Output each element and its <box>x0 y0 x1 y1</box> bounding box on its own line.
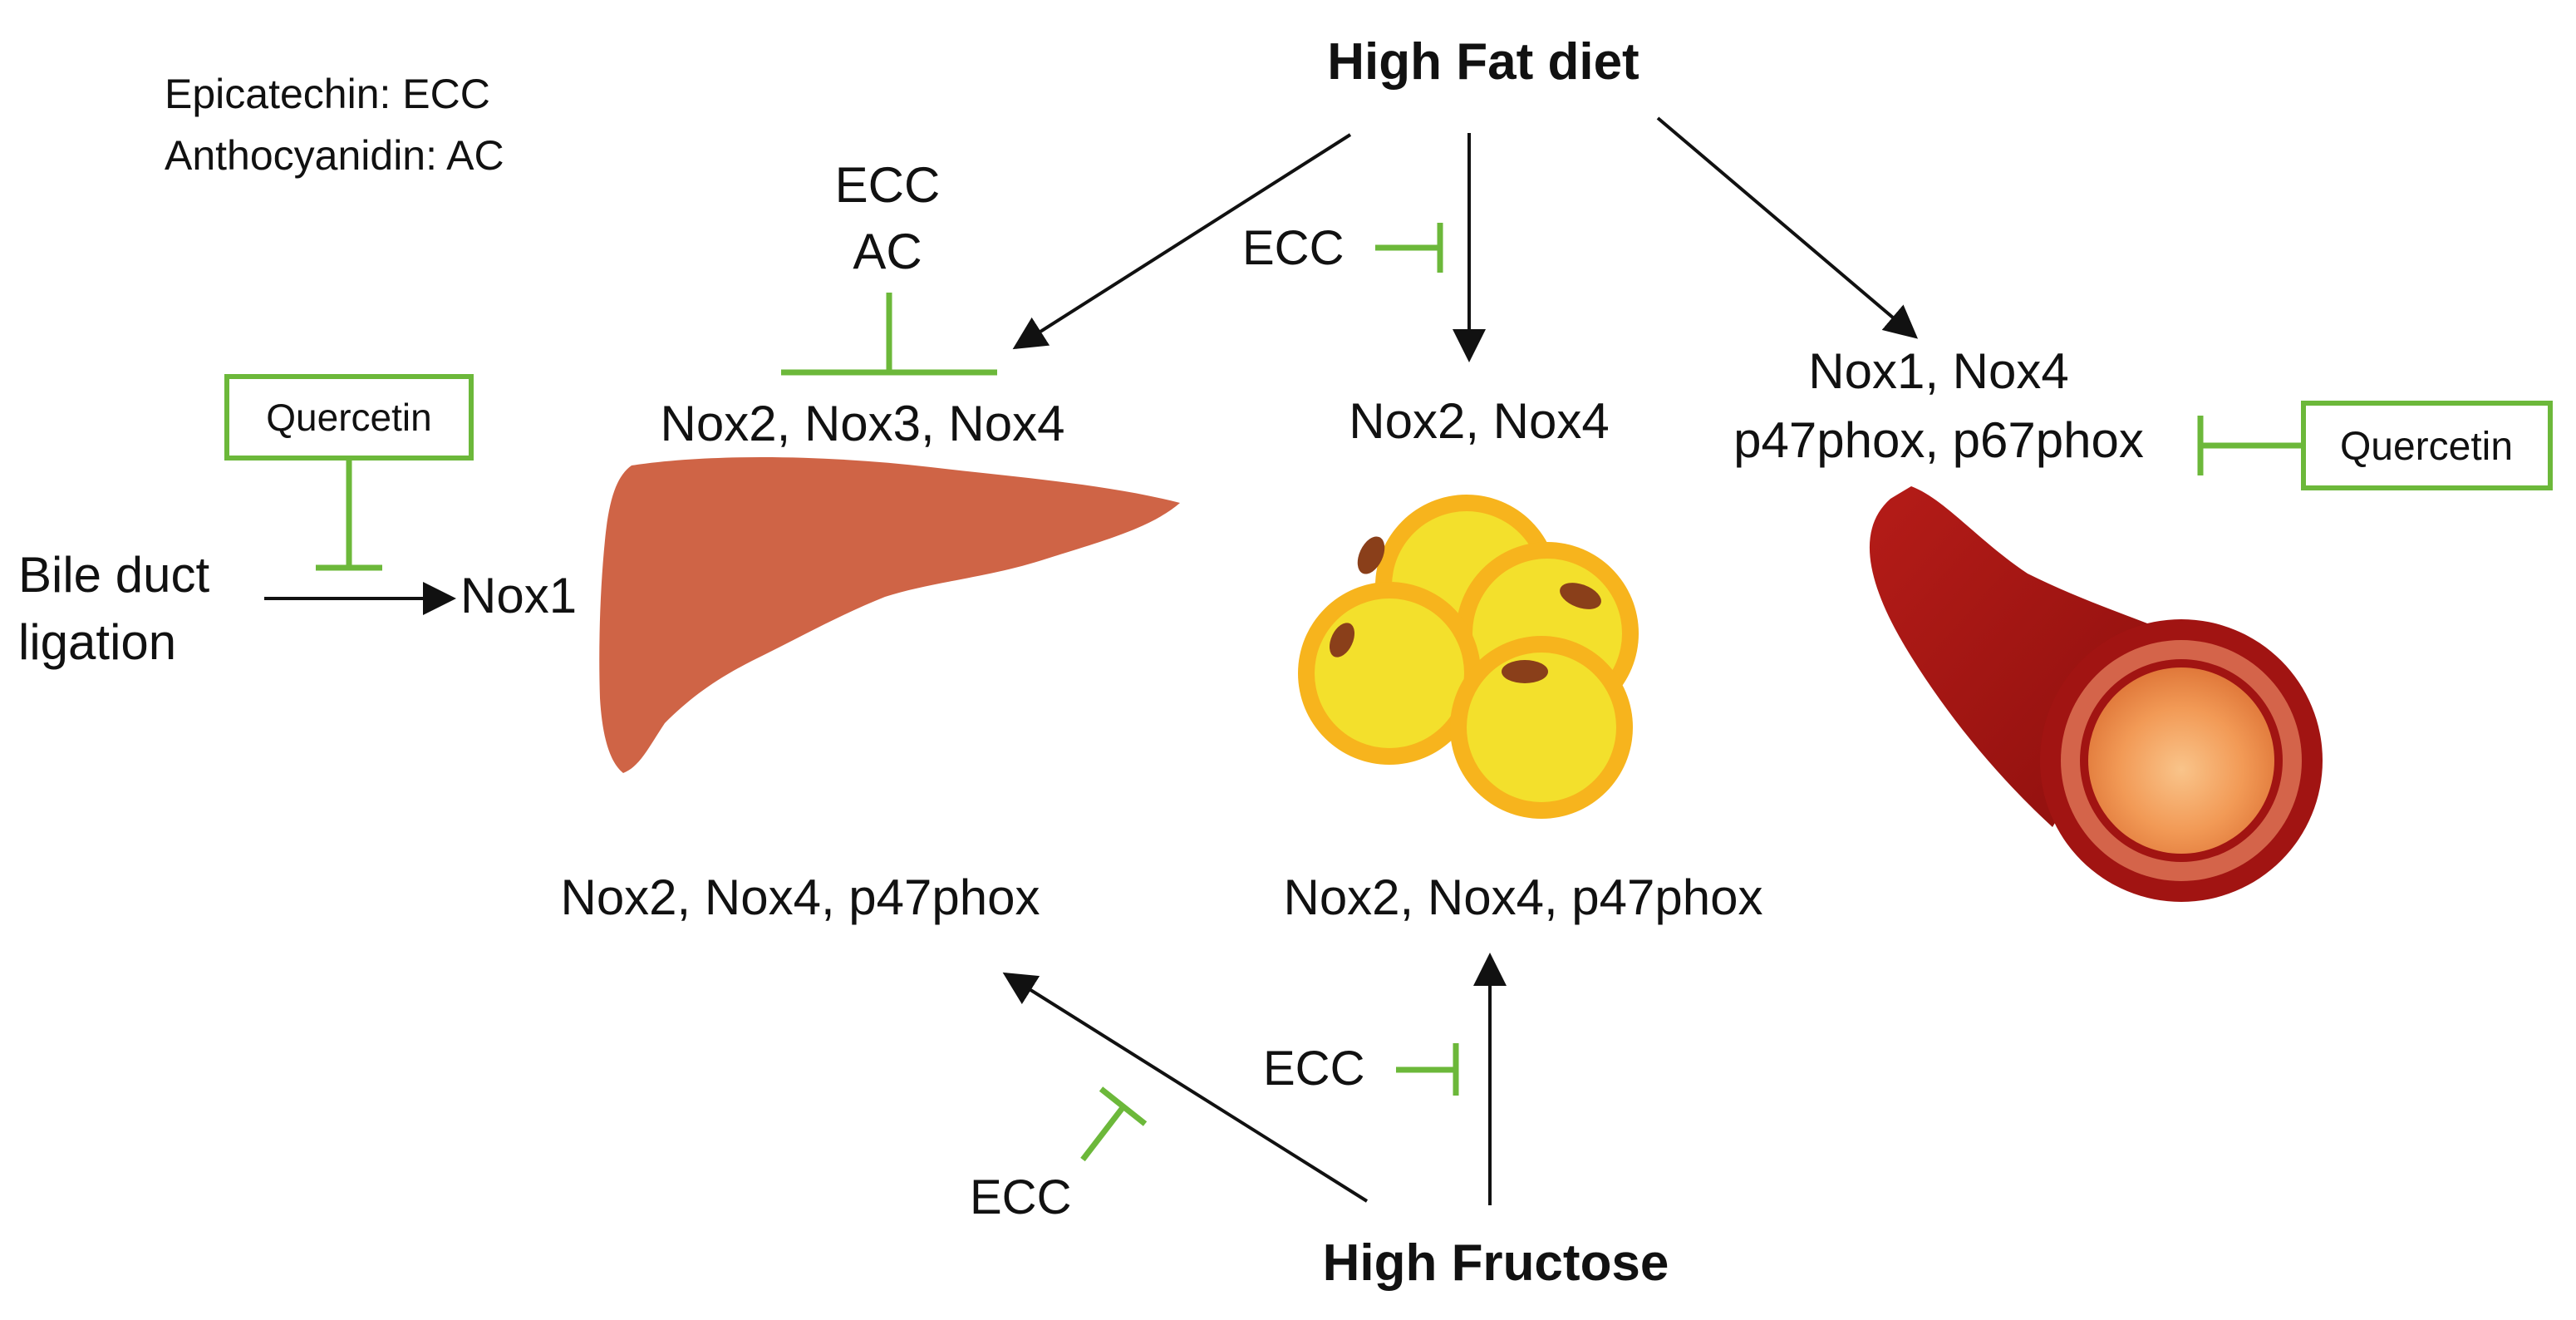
liver-icon <box>599 457 1180 773</box>
ecc-adipose-hfd-label: ECC <box>1242 221 1344 275</box>
quercetin-vessel-inhibition <box>2197 401 2553 490</box>
high-fat-diet-label: High Fat diet <box>1327 33 1639 91</box>
bile-duct-label-line2: ligation <box>18 614 176 670</box>
legend-epicatechin: Epicatechin: ECC <box>165 71 490 117</box>
liver-fructose-targets: Nox2, Nox4, p47phox <box>560 869 1040 925</box>
liver-nox1-label: Nox1 <box>460 568 577 623</box>
ecc-adipose-fructose-inhibition <box>1396 1043 1459 1096</box>
quercetin-bile-label: Quercetin <box>266 396 431 439</box>
adipose-hfd-targets: Nox2, Nox4 <box>1349 393 1609 449</box>
hfd-to-vessel-arrow <box>1656 116 1919 339</box>
fructose-to-liver-arrow <box>1002 972 1369 1203</box>
hfd-to-liver-arrow <box>1012 133 1352 350</box>
bile-duct-label-line1: Bile duct <box>18 547 209 603</box>
ecc-adipose-hfd-inhibition <box>1375 223 1443 273</box>
ac-liver-label: AC <box>853 224 922 279</box>
ecc-liver-label: ECC <box>835 157 941 213</box>
legend-anthocyanidin: Anthocyanidin: AC <box>165 132 504 179</box>
quercetin-bile-inhibition <box>224 374 474 571</box>
quercetin-vessel-label: Quercetin <box>2340 425 2513 469</box>
ecc-ac-inhibition-bar <box>781 293 997 376</box>
ecc-liver-fructose-label: ECC <box>970 1170 1071 1224</box>
fat-cells-icon <box>1298 495 1639 819</box>
liver-hfd-targets: Nox2, Nox3, Nox4 <box>661 396 1065 451</box>
high-fructose-label: High Fructose <box>1323 1234 1669 1292</box>
vessel-targets-line1: Nox1, Nox4 <box>1808 343 2068 399</box>
vessel-targets-line2: p47phox, p67phox <box>1733 412 2144 468</box>
adipose-fructose-targets: Nox2, Nox4, p47phox <box>1283 869 1762 925</box>
blood-vessel-icon <box>1869 486 2323 902</box>
ecc-adipose-fructose-label: ECC <box>1263 1042 1364 1096</box>
ecc-liver-fructose-inhibition <box>1080 1086 1148 1162</box>
